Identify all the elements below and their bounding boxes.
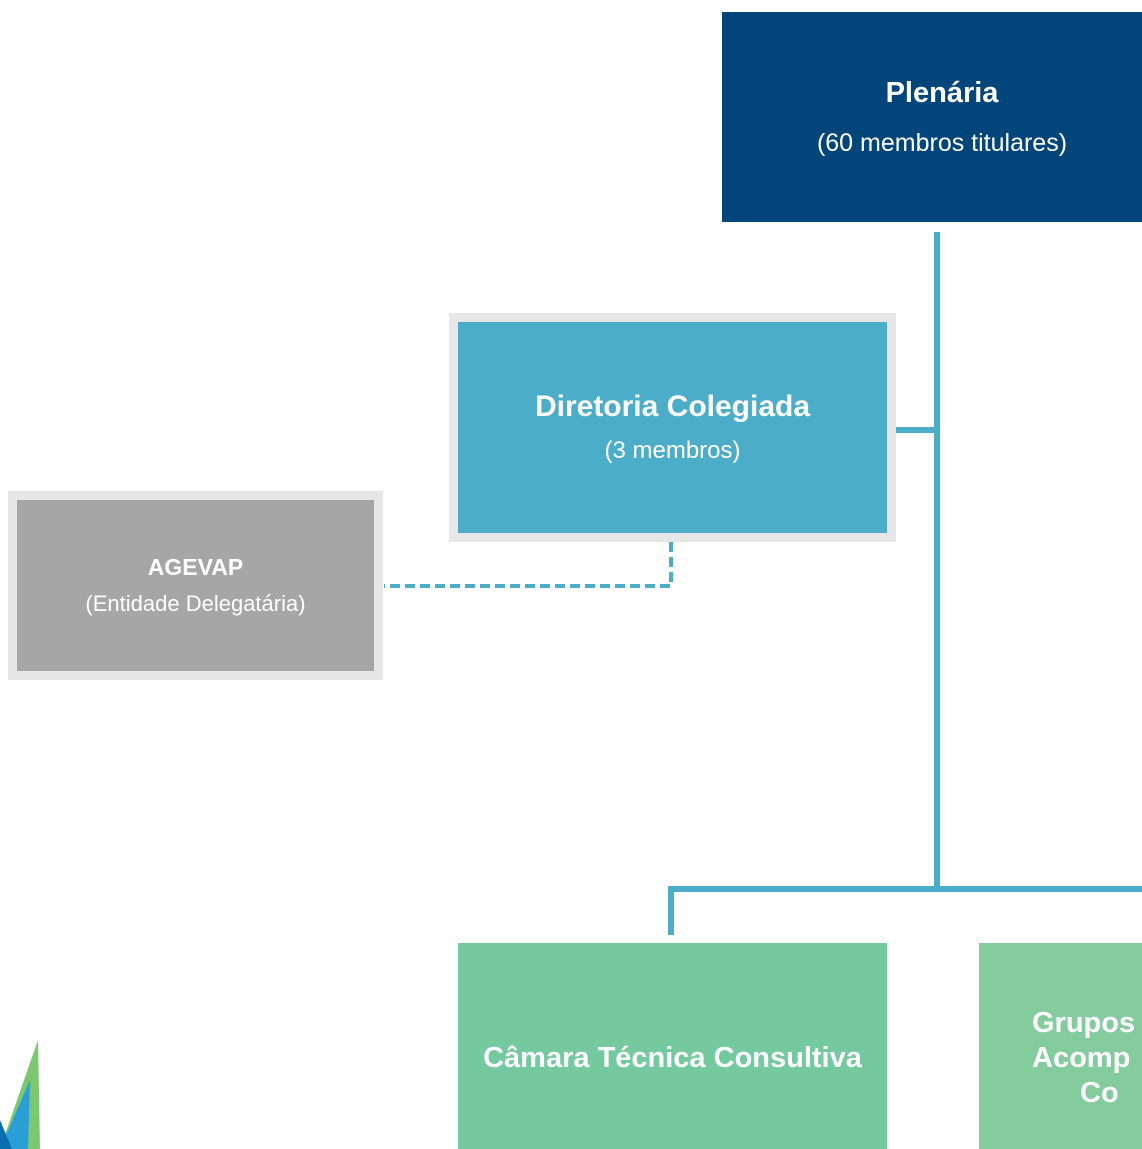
plenaria-box: Plenária (60 membros titulares) bbox=[722, 12, 1142, 222]
plenaria-subtitle: (60 membros titulares) bbox=[816, 129, 1068, 158]
grupos-box: Grupos Acomp Co bbox=[979, 943, 1142, 1149]
diretoria-box: Diretoria Colegiada (3 membros) bbox=[458, 322, 887, 533]
grupos-title-line1: Grupos bbox=[1032, 1006, 1136, 1039]
grupos-title-line2: Acomp bbox=[1032, 1041, 1131, 1074]
grupos-title-line3: Co bbox=[1080, 1076, 1119, 1109]
plenaria-title: Plenária bbox=[885, 76, 999, 109]
agevap-subtitle: (Entidade Delegatária) bbox=[85, 591, 306, 617]
camara-box: Câmara Técnica Consultiva bbox=[458, 943, 887, 1149]
diretoria-title: Diretoria Colegiada bbox=[534, 390, 811, 424]
camara-title: Câmara Técnica Consultiva bbox=[483, 1041, 862, 1074]
agevap-box: AGEVAP (Entidade Delegatária) bbox=[17, 500, 374, 671]
agevap-title: AGEVAP bbox=[147, 553, 244, 580]
diretoria-subtitle: (3 membros) bbox=[604, 437, 741, 465]
